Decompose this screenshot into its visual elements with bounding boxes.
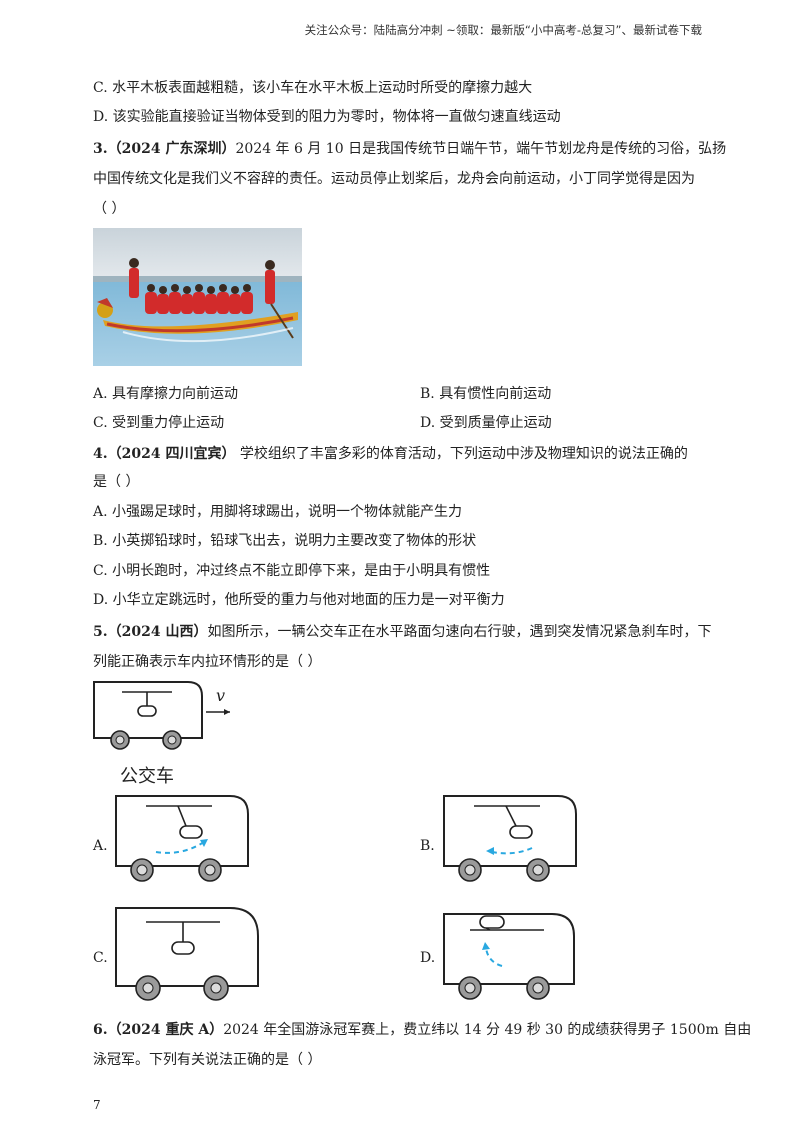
q4-option-b: B. 小英掷铅球时，铅球飞出去，说明力主要改变了物体的形状 xyxy=(93,533,477,549)
q6-text1: 2024 年全国游泳冠军赛上，费立纬以 14 分 49 秒 30 的成绩获得男子… xyxy=(223,1022,752,1038)
q5-option-b-figure xyxy=(443,795,577,882)
q3-text1: 2024 年 6 月 10 日是我国传统节日端午节，端午节划龙舟是传统的习俗，弘… xyxy=(235,141,727,157)
q5-option-d-figure xyxy=(443,913,575,1000)
q4-line2: 是（ ） xyxy=(93,474,140,490)
q5-line2: 列能正确表示车内拉环情形的是（ ） xyxy=(93,654,322,670)
q5-option-d-label: D. xyxy=(420,950,436,966)
q5-tag: （2024 山西） xyxy=(107,624,208,640)
q3-line3: （ ） xyxy=(93,201,126,217)
q5-option-c-label: C. xyxy=(93,950,108,966)
prev-option-d: D. 该实验能直接验证当物体受到的阻力为零时，物体将一直做匀速直线运动 xyxy=(93,109,561,125)
prev-option-c: C. 水平木板表面越粗糙，该小车在水平木板上运动时所受的摩擦力越大 xyxy=(93,80,533,96)
q6-number: 6. xyxy=(93,1022,108,1038)
q4-option-d: D. 小华立定跳远时，他所受的重力与他对地面的压力是一对平衡力 xyxy=(93,592,505,608)
q5-number: 5. xyxy=(93,624,108,640)
q4-number: 4. xyxy=(93,446,108,462)
q4-option-a: A. 小强踢足球时，用脚将球踢出，说明一个物体就能产生力 xyxy=(93,504,463,520)
q3-number: 3. xyxy=(93,141,108,157)
q3-line1: 3.（2024 广东深圳）2024 年 6 月 10 日是我国传统节日端午节，端… xyxy=(93,139,726,159)
q3-tag: （2024 广东深圳） xyxy=(107,141,236,157)
q5-option-a-figure xyxy=(115,795,249,882)
velocity-label: v xyxy=(216,686,226,705)
q5-option-a-label: A. xyxy=(93,838,108,854)
q3-option-b: B. 具有惯性向前运动 xyxy=(420,386,552,402)
page-number: 7 xyxy=(93,1098,101,1112)
q5-line1: 5.（2024 山西）如图所示，一辆公交车正在水平路面匀速向右行驶，遇到突发情况… xyxy=(93,622,711,642)
q4-text1: 学校组织了丰富多彩的体育活动，下列运动中涉及物理知识的说法正确的 xyxy=(235,446,688,462)
bus-label: 公交车 xyxy=(120,766,174,787)
q6-line2: 泳冠军。下列有关说法正确的是（ ） xyxy=(93,1052,322,1068)
q3-option-c: C. 受到重力停止运动 xyxy=(93,415,225,431)
dragon-boat-photo xyxy=(93,228,302,366)
page-header: 关注公众号：陆陆高分冲刺 ~领取：最新版“小中高考-总复习”、最新试卷下载 xyxy=(304,23,702,37)
q5-option-b-label: B. xyxy=(420,838,435,854)
q5-option-c-figure xyxy=(115,907,259,1001)
q6-tag: （2024 重庆 A） xyxy=(107,1022,224,1038)
q3-option-d: D. 受到质量停止运动 xyxy=(420,415,552,431)
q4-option-c: C. 小明长跑时，冲过终点不能立即停下来，是由于小明具有惯性 xyxy=(93,563,491,579)
bus-main-figure xyxy=(93,681,230,750)
q4-tag: （2024 四川宜宾） xyxy=(107,446,236,462)
q3-line2: 中国传统文化是我们义不容辞的责任。运动员停止划桨后，龙舟会向前运动，小丁同学觉得… xyxy=(93,171,695,187)
q6-line1: 6.（2024 重庆 A）2024 年全国游泳冠军赛上，费立纬以 14 分 49… xyxy=(93,1020,751,1040)
q5-text1: 如图所示，一辆公交车正在水平路面匀速向右行驶，遇到突发情况紧急刹车时，下 xyxy=(207,624,712,640)
q3-option-a: A. 具有摩擦力向前运动 xyxy=(93,386,239,402)
q4-line1: 4.（2024 四川宜宾） 学校组织了丰富多彩的体育活动，下列运动中涉及物理知识… xyxy=(93,444,688,464)
